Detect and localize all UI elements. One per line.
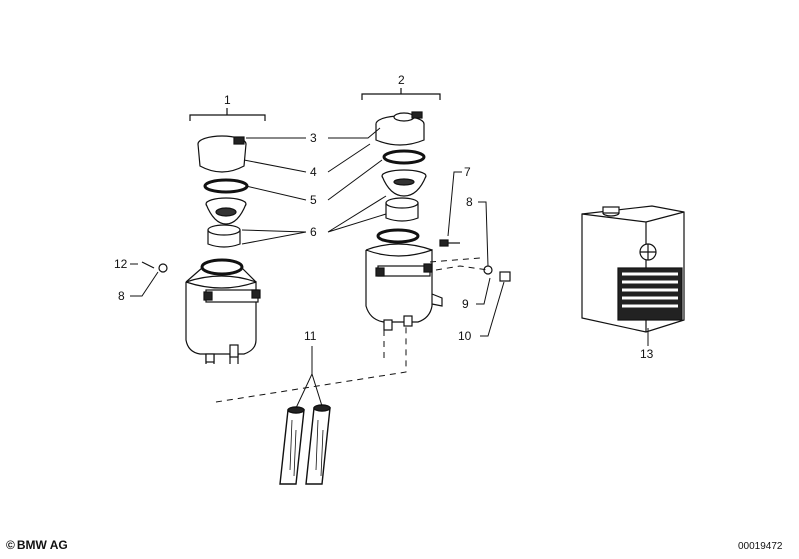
brand-name: BMW AG (16, 538, 68, 552)
callout-11: 11 (304, 329, 317, 343)
drawing-number: 00019472 (738, 541, 783, 552)
callout-6: 6 (310, 225, 317, 239)
right-nut (499, 271, 511, 282)
right-cap-seal (382, 149, 426, 165)
bracket-2 (361, 88, 441, 100)
left-strainer (205, 197, 247, 225)
assembly-dashes (215, 257, 489, 403)
left-filter-cylinder (207, 224, 241, 248)
hoses (279, 404, 331, 485)
callout-7: 7 (464, 165, 471, 179)
left-reservoir-body (185, 258, 261, 364)
left-fastener (141, 261, 168, 273)
callout-10: 10 (458, 329, 472, 343)
callout-4: 4 (310, 165, 317, 179)
copyright-symbol: © (6, 538, 15, 552)
copyright-notice: © BMW AG (6, 538, 68, 552)
callout-1: 1 (224, 93, 231, 107)
callout-8-right: 8 (466, 195, 473, 209)
callout-3: 3 (310, 131, 317, 145)
right-reservoir-body (365, 228, 443, 331)
callout-12: 12 (114, 257, 128, 271)
right-reservoir-cap (375, 111, 425, 146)
callout-2: 2 (398, 73, 405, 87)
callout-9: 9 (462, 297, 469, 311)
left-reservoir-cap (197, 135, 247, 173)
bracket-1 (189, 108, 266, 121)
callout-5: 5 (310, 193, 317, 207)
bolt (439, 239, 460, 247)
right-strainer (381, 169, 427, 197)
callout-8-left: 8 (118, 289, 125, 303)
callout-13: 13 (640, 347, 654, 361)
right-filter-cylinder (385, 197, 419, 222)
leader-lines (130, 127, 649, 409)
fluid-can (581, 205, 685, 333)
left-cap-seal (203, 178, 249, 194)
